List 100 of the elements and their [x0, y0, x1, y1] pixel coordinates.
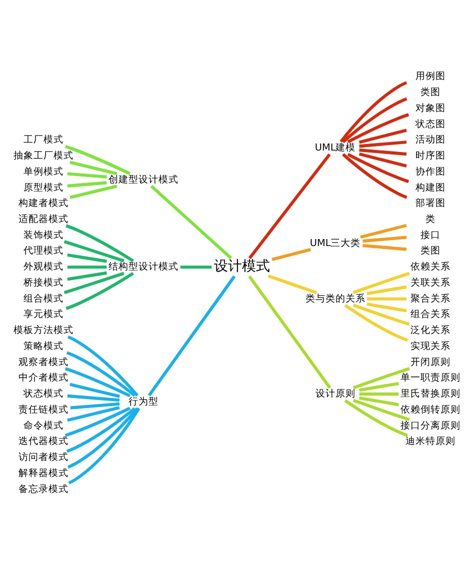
- connector: [66, 224, 134, 262]
- node-text: 接口: [420, 229, 441, 240]
- node-text: 原型模式: [23, 182, 64, 193]
- connector: [67, 394, 120, 402]
- connector: [344, 398, 408, 436]
- node-text: 桥接模式: [23, 276, 64, 288]
- connector: [340, 80, 408, 142]
- node-text: 策略模式: [23, 340, 64, 352]
- connector: [268, 274, 318, 294]
- connector: [358, 152, 407, 167]
- node-text: 开闭原则: [410, 356, 451, 368]
- node-text: 访问者模式: [18, 452, 68, 463]
- connector: [70, 184, 118, 198]
- connector: [148, 274, 236, 396]
- connector: [347, 112, 410, 143]
- node-text: 时序图: [416, 150, 446, 162]
- node-text: 模板方法模式: [13, 324, 74, 336]
- connector: [64, 144, 131, 175]
- node-text: 实现关系: [410, 340, 451, 352]
- node-text: 类: [426, 213, 436, 224]
- node-text: 中介者模式: [18, 372, 68, 384]
- node-text: 构建图: [416, 182, 446, 193]
- connector: [367, 296, 406, 300]
- connector: [67, 270, 107, 280]
- connector: [64, 271, 124, 294]
- connector: [67, 406, 120, 422]
- connector: [64, 366, 131, 397]
- node-text: 单例模式: [23, 166, 64, 177]
- node-text: 创建型设计模式: [108, 174, 179, 185]
- node-text: 类图: [420, 86, 441, 98]
- node-text: 解释器模式: [18, 467, 68, 478]
- connector: [66, 406, 136, 452]
- node-text: 协作图: [416, 166, 446, 177]
- connector: [70, 382, 120, 398]
- node-text: 部署图: [416, 198, 446, 209]
- connector: [67, 172, 107, 178]
- node-text: 里氏替换原则: [400, 388, 461, 400]
- connector: [342, 152, 408, 198]
- node-text: 观察者模式: [18, 356, 68, 368]
- connector: [359, 140, 407, 148]
- connector: [70, 402, 120, 409]
- node-text: 类与类的关系: [305, 292, 366, 304]
- node-text: 用例图: [416, 70, 446, 82]
- connector: [342, 96, 408, 143]
- connector: [352, 271, 410, 294]
- connector: [66, 272, 134, 310]
- node-text: 状态图: [416, 118, 446, 130]
- node-text: 迭代器模式: [18, 436, 68, 447]
- connector: [67, 406, 139, 468]
- node-text: 泛化关系: [410, 324, 451, 336]
- node-text: 代理模式: [23, 245, 64, 256]
- node-text: 结构型设计模式: [108, 261, 179, 272]
- connector: [67, 265, 107, 268]
- node-text: 设计模式: [214, 258, 270, 274]
- connector: [352, 303, 410, 326]
- node-text: 接口分离原则: [400, 420, 461, 431]
- connector: [359, 148, 407, 156]
- connector: [359, 392, 399, 396]
- connector: [347, 152, 410, 183]
- connector: [64, 240, 124, 262]
- connector: [360, 223, 407, 238]
- connector: [150, 184, 232, 259]
- connector: [70, 160, 118, 175]
- node-text: 关联关系: [410, 276, 451, 288]
- node-text: 迪米特原则: [406, 436, 456, 447]
- connector: [248, 274, 332, 388]
- node-text: UML三大类: [310, 237, 361, 248]
- node-text: 单一职责原则: [400, 372, 461, 384]
- connector: [66, 350, 136, 396]
- connector: [68, 406, 140, 484]
- connector: [359, 381, 399, 392]
- connector: [366, 302, 407, 312]
- node-text: 依赖关系: [410, 261, 451, 272]
- node-text: 备忘录模式: [18, 483, 68, 494]
- connector: [366, 284, 407, 295]
- connector: [180, 265, 212, 268]
- node-text: 抽象工厂模式: [13, 150, 74, 162]
- node-text: 适配器模式: [18, 213, 68, 224]
- connector: [352, 366, 410, 389]
- node-text: 聚合关系: [410, 292, 451, 304]
- connector: [359, 396, 399, 406]
- node-text: 行为型: [128, 396, 159, 407]
- node-text: UML建模: [314, 142, 356, 154]
- node-text: 组合关系: [410, 308, 451, 320]
- node-text: 外观模式: [23, 261, 64, 272]
- node-text: 命令模式: [23, 420, 64, 431]
- connector: [362, 235, 407, 242]
- node-text: 工厂模式: [23, 134, 64, 146]
- connector: [67, 334, 139, 396]
- node-text: 对象图: [416, 102, 446, 114]
- connector: [64, 406, 131, 436]
- node-text: 依赖倒转原则: [400, 404, 461, 415]
- node-text: 类图: [420, 245, 441, 256]
- connector: [67, 180, 107, 187]
- connector: [67, 252, 107, 262]
- node-text: 活动图: [416, 134, 446, 146]
- connector: [358, 128, 407, 144]
- connector: [362, 244, 407, 250]
- connector: [272, 248, 312, 261]
- node-text: 享元模式: [23, 308, 64, 320]
